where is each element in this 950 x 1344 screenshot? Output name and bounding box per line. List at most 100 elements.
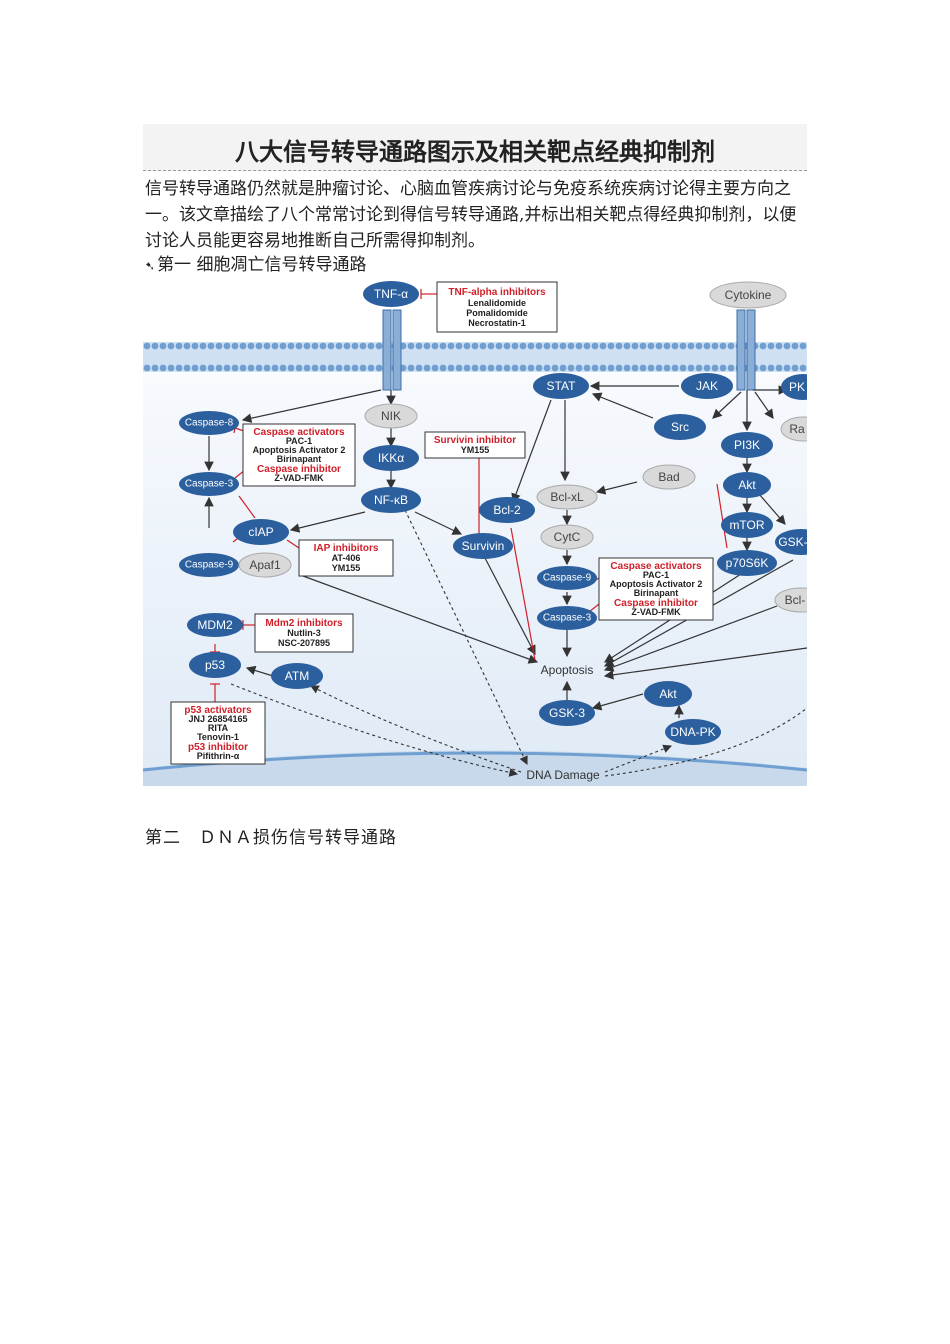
membrane-bead (519, 364, 527, 372)
membrane-bead (479, 364, 487, 372)
membrane-bead (295, 364, 303, 372)
svg-text:MDM2: MDM2 (197, 618, 233, 632)
svg-text:JAK: JAK (696, 379, 718, 393)
node-bcl-xl: Bcl-xL (536, 484, 598, 510)
node-bad: Bad (642, 464, 696, 490)
svg-text:mTOR: mTOR (729, 518, 764, 532)
node-survivin: Survivin (453, 533, 513, 559)
node-ikk: IKKα (363, 445, 419, 471)
svg-text:Src: Src (671, 420, 689, 434)
membrane-bead (575, 364, 583, 372)
membrane-bead (671, 364, 679, 372)
node-mdm2: MDM2 (187, 613, 243, 637)
box-survivin-inhibitor: Survivin inhibitor YM155 (424, 431, 526, 459)
membrane-bead (455, 364, 463, 372)
membrane-bead (495, 364, 503, 372)
membrane-bead (759, 342, 767, 350)
node-dna-damage: DNA Damage (526, 768, 600, 782)
node-caspase-9-left: Caspase-9 (179, 553, 239, 577)
membrane-bead (503, 342, 511, 350)
membrane-bead (519, 342, 527, 350)
node-pk: PK (781, 374, 807, 400)
membrane-bead (471, 342, 479, 350)
svg-text:Caspase inhibitor: Caspase inhibitor (257, 464, 341, 475)
svg-text:YM155: YM155 (332, 563, 361, 573)
svg-text:Bcl-: Bcl- (785, 593, 806, 607)
svg-text:Birinapant: Birinapant (277, 454, 322, 464)
membrane-bead (239, 342, 247, 350)
svg-text:Caspase activators: Caspase activators (253, 427, 345, 438)
membrane-bead (263, 342, 271, 350)
membrane-bead (279, 364, 287, 372)
membrane-bead (543, 364, 551, 372)
node-caspase-3-mid: Caspase-3 (537, 606, 597, 630)
membrane-bead (695, 364, 703, 372)
box-tnf-inhibitors: TNF-alpha inhibitors Lenalidomide Pomali… (436, 281, 558, 333)
membrane-bead (463, 342, 471, 350)
membrane-bead (783, 342, 791, 350)
svg-text:Nutlin-3: Nutlin-3 (287, 628, 321, 638)
membrane-bead (319, 364, 327, 372)
membrane-bead (439, 364, 447, 372)
svg-text:Pomalidomide: Pomalidomide (466, 308, 528, 318)
membrane-bead (511, 364, 519, 372)
membrane-bead (727, 364, 735, 372)
membrane-bead (591, 342, 599, 350)
membrane-bead (143, 342, 151, 350)
svg-text:ATM: ATM (285, 669, 309, 683)
membrane-bead (439, 342, 447, 350)
svg-text:Apaf1: Apaf1 (249, 558, 281, 572)
svg-text:Caspase activators: Caspase activators (610, 561, 702, 572)
membrane-bead (679, 342, 687, 350)
membrane-bead (559, 364, 567, 372)
membrane-bead (487, 364, 495, 372)
membrane-bead (703, 364, 711, 372)
svg-text:Apoptosis Activator 2: Apoptosis Activator 2 (253, 445, 346, 455)
membrane-bead (327, 342, 335, 350)
svg-text:TNF-α: TNF-α (374, 287, 408, 301)
svg-text:RITA: RITA (208, 723, 229, 733)
svg-text:cIAP: cIAP (248, 525, 273, 539)
membrane-bead (695, 342, 703, 350)
svg-text:p53 inhibitor: p53 inhibitor (188, 742, 248, 753)
node-mtor: mTOR (721, 512, 773, 538)
membrane-bead (551, 364, 559, 372)
box-iap-inhibitors: IAP inhibitors AT-406 YM155 (298, 539, 394, 577)
membrane-bead (239, 364, 247, 372)
membrane-bead (263, 364, 271, 372)
svg-text:JNJ 26854165: JNJ 26854165 (188, 714, 247, 724)
svg-text:Pifithrin-α: Pifithrin-α (197, 751, 240, 761)
node-bcl-2: Bcl-2 (479, 497, 535, 523)
node-caspase-9-mid: Caspase-9 (537, 566, 597, 590)
node-nik: NIK (364, 403, 418, 429)
membrane-bead (247, 364, 255, 372)
membrane-bead (719, 342, 727, 350)
membrane-bead (343, 342, 351, 350)
membrane-bead (535, 364, 543, 372)
membrane-bead (583, 342, 591, 350)
membrane-bead (647, 364, 655, 372)
membrane-bead (655, 364, 663, 372)
svg-text:PK: PK (789, 380, 805, 394)
membrane-bead (639, 342, 647, 350)
membrane-bead (791, 364, 799, 372)
membrane-bead (319, 342, 327, 350)
node-bcl-right: Bcl- (774, 587, 807, 613)
membrane-bead (655, 342, 663, 350)
svg-text:Apoptosis Activator 2: Apoptosis Activator 2 (610, 579, 703, 589)
membrane-bead (551, 342, 559, 350)
svg-text:DNA Damage: DNA Damage (526, 768, 600, 782)
membrane-bead (775, 364, 783, 372)
svg-text:Necrostatin-1: Necrostatin-1 (468, 318, 526, 328)
node-akt-top: Akt (723, 472, 771, 498)
membrane-bead (167, 342, 175, 350)
svg-text:YM155: YM155 (461, 445, 490, 455)
membrane-bead (151, 342, 159, 350)
membrane-bead (527, 342, 535, 350)
membrane-bead (295, 342, 303, 350)
membrane-bead (687, 364, 695, 372)
membrane-bead (415, 364, 423, 372)
node-apaf1: Apaf1 (238, 552, 292, 578)
svg-text:Mdm2 inhibitors: Mdm2 inhibitors (265, 618, 343, 629)
node-src: Src (654, 414, 706, 440)
